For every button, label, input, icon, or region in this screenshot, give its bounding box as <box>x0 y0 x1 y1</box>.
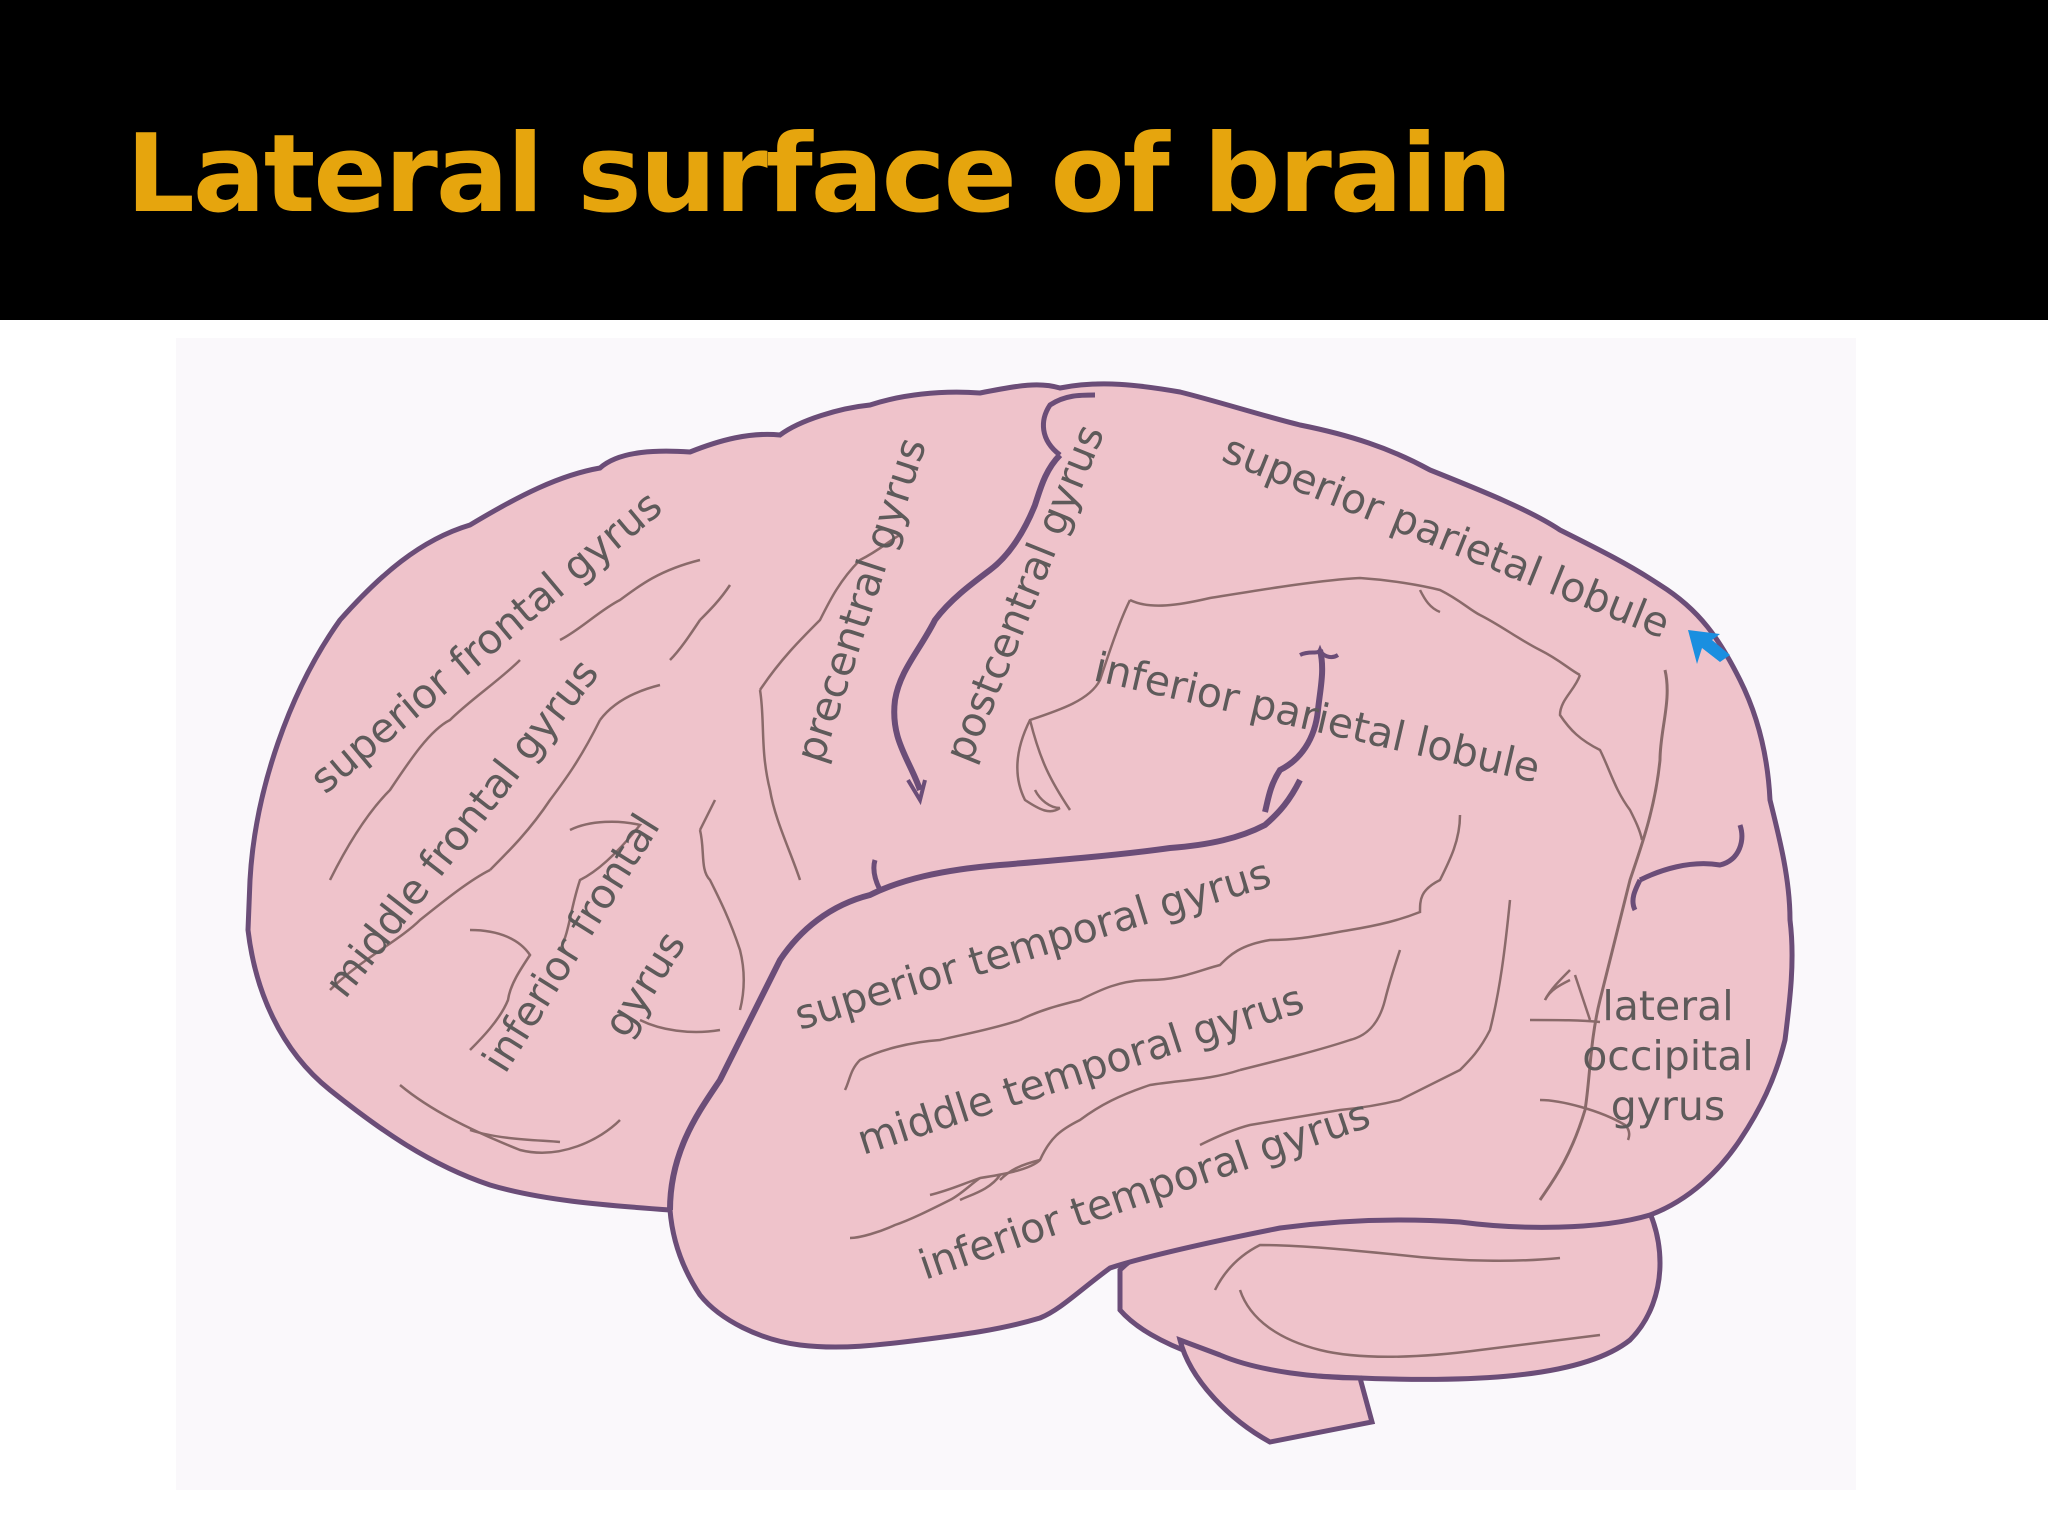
parieto-occipital-sulcus <box>1538 669 1669 1201</box>
lateral-sulcus-notch <box>871 859 883 892</box>
brainstem <box>1176 1335 1376 1445</box>
label-lateral-occipital-gyrus-line3: gyrus <box>1611 1082 1726 1130</box>
slide-title: Lateral surface of brain <box>126 112 1513 237</box>
lateral-sulcus <box>667 778 1303 1211</box>
label-lateral-occipital-gyrus-line2: occipital <box>1582 1032 1754 1080</box>
postcentral-sulcus <box>1040 392 1096 457</box>
central-sulcus <box>891 452 1063 791</box>
minor-sulci <box>328 533 1644 1359</box>
label-lateral-occipital-gyrus-line1: lateral <box>1602 982 1733 1030</box>
arrow-pointer-icon <box>1688 630 1730 664</box>
parietal-sulcus <box>1262 649 1326 813</box>
title-bar <box>0 0 2048 320</box>
occipital-notch <box>1630 824 1745 912</box>
